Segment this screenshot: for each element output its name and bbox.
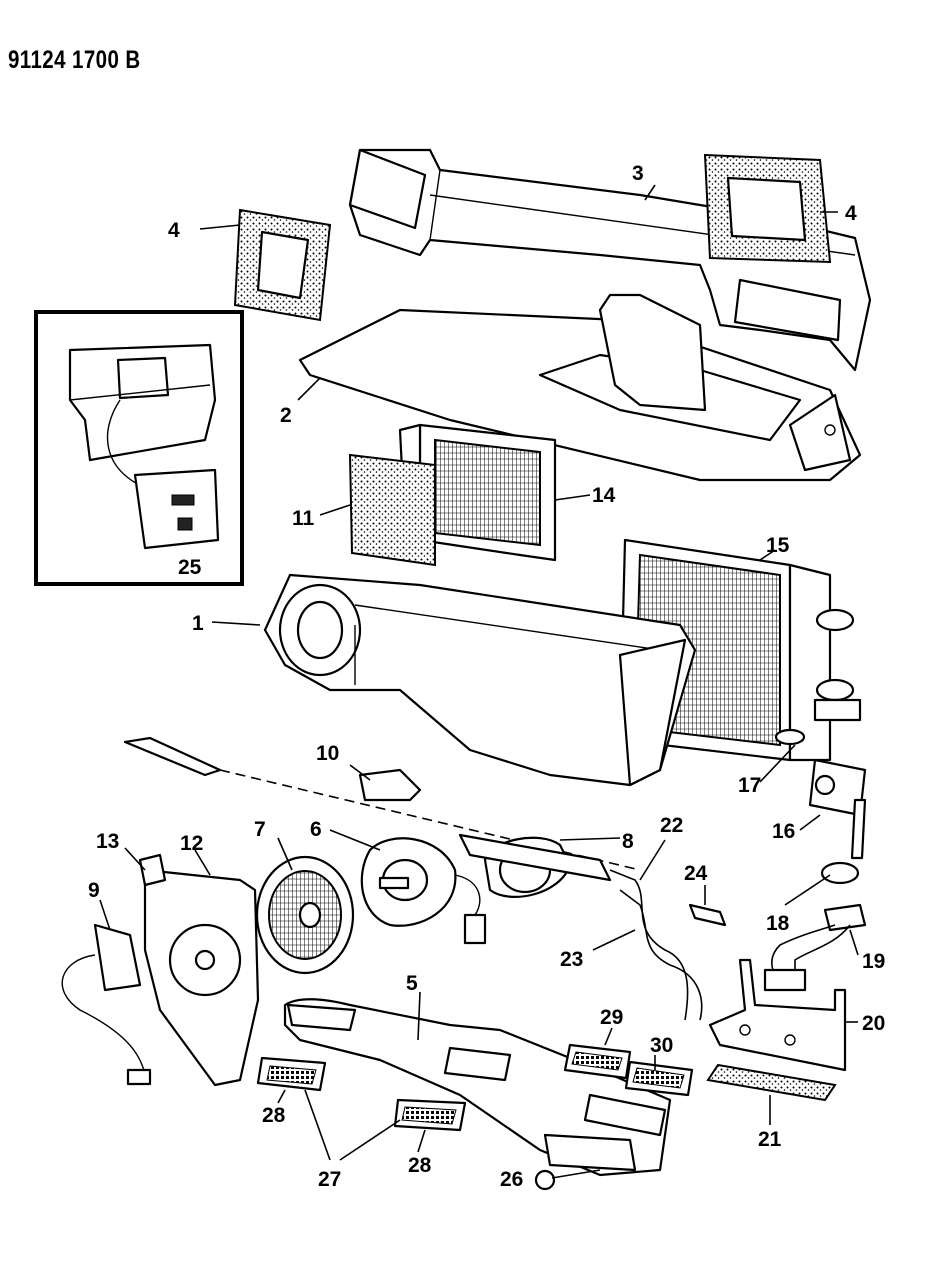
- callout-10: 10: [316, 742, 339, 765]
- outlet-louver-right-b: [624, 1060, 694, 1097]
- hvac-housing: [263, 573, 697, 787]
- callout-21: 21: [758, 1128, 782, 1151]
- outlet-louver-center: [393, 1098, 467, 1132]
- callout-20: 20: [862, 1012, 885, 1035]
- callout-5: 5: [406, 972, 418, 995]
- heater-core-foam-seal: [348, 453, 436, 567]
- duct-foam-seal-left: [233, 208, 332, 322]
- screw: [534, 1169, 601, 1191]
- refrigerant-line: [763, 903, 867, 992]
- callout-24: 24: [684, 862, 708, 885]
- callout-27: 27: [318, 1168, 341, 1191]
- leader-lines: [99, 184, 859, 1161]
- evaporator-core: [618, 538, 862, 762]
- callout-19: 19: [862, 950, 885, 973]
- callout-26: 26: [500, 1168, 523, 1191]
- callout-7: 7: [254, 818, 266, 841]
- callout-30: 30: [650, 1034, 673, 1057]
- outlet-louver-left: [256, 1056, 327, 1092]
- mounting-bracket: [708, 958, 847, 1072]
- expansion-valve: [808, 758, 867, 860]
- cable-bracket: [358, 768, 422, 802]
- inset-detail-box: [34, 310, 244, 586]
- callout-29: 29: [600, 1006, 623, 1029]
- control-cable: [123, 736, 641, 871]
- callout-22: 22: [660, 814, 683, 837]
- hose-clip: [688, 903, 727, 927]
- callout-1: 1: [192, 612, 204, 635]
- duct-foam-seal-right: [703, 153, 832, 264]
- outlet-louver-right-a: [563, 1043, 632, 1080]
- callout-14: 14: [592, 484, 616, 507]
- callout-11: 11: [292, 507, 315, 530]
- floor-duct: [283, 998, 672, 1177]
- callout-15: 15: [766, 534, 790, 557]
- drawing-reference-number: 91124 1700 B: [8, 46, 141, 74]
- callout-4-right: 4: [845, 202, 857, 225]
- callout-25: 25: [178, 556, 202, 579]
- callout-13: 13: [96, 830, 119, 853]
- heater-hoses: [458, 833, 703, 1021]
- callout-28-center: 28: [408, 1154, 432, 1177]
- callout-16: 16: [772, 820, 795, 843]
- callout-17: 17: [738, 774, 761, 797]
- callout-3: 3: [632, 162, 644, 185]
- callout-28-left: 28: [262, 1104, 286, 1127]
- blower-resistor: [61, 923, 152, 1086]
- foam-pad: [706, 1063, 837, 1102]
- callout-18: 18: [766, 912, 790, 935]
- gasket: [774, 728, 860, 885]
- blower-lower-housing: [138, 853, 260, 1087]
- callout-6: 6: [310, 818, 322, 841]
- callout-12: 12: [180, 832, 203, 855]
- callout-8: 8: [622, 830, 634, 853]
- callout-23: 23: [560, 948, 583, 971]
- callout-2: 2: [280, 404, 292, 427]
- distribution-duct: [298, 293, 862, 482]
- callout-9: 9: [88, 879, 100, 902]
- defroster-duct: [348, 148, 872, 372]
- blower-motor: [360, 837, 487, 945]
- callout-4-left: 4: [168, 219, 180, 242]
- blower-wheel: [255, 855, 355, 975]
